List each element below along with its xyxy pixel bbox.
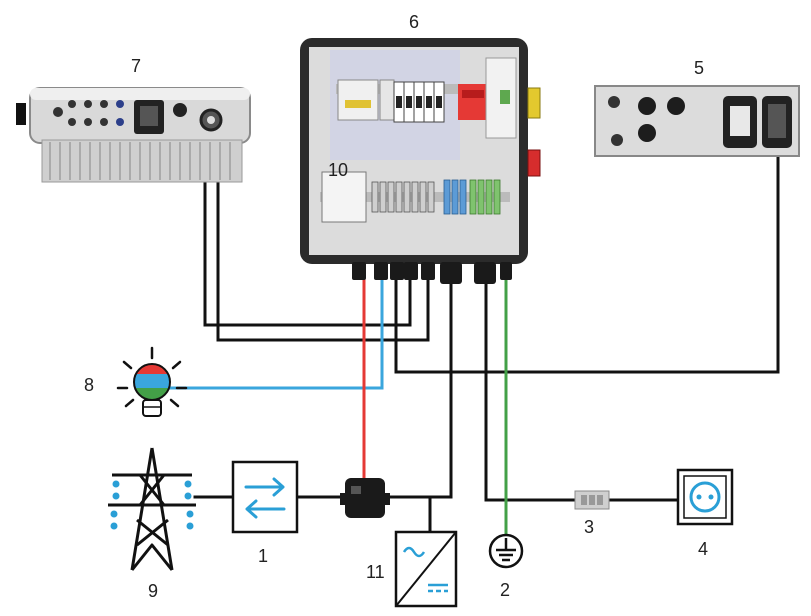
current-clamp <box>340 478 390 518</box>
pv-port-icon <box>53 107 63 117</box>
wire-pv-2 <box>216 138 430 342</box>
pv-inverter <box>16 87 251 183</box>
label-6: 6 <box>409 12 419 32</box>
wire-ct-cabinet <box>383 273 453 499</box>
label-9: 9 <box>148 581 158 601</box>
rgb-lamp <box>116 346 188 417</box>
inverter-symbol-11 <box>394 530 458 608</box>
label-1: 1 <box>258 546 268 566</box>
label-10: 10 <box>328 160 348 180</box>
battery-port-icon <box>638 97 656 115</box>
wire-lamp-blue <box>168 273 384 390</box>
label-5: 5 <box>694 58 704 78</box>
ground-icon <box>496 538 516 562</box>
ac-wave-icon <box>402 546 426 558</box>
dc-icon <box>428 583 448 593</box>
label-2: 2 <box>500 580 510 600</box>
socket-icon <box>689 481 721 513</box>
terminal-connector <box>574 490 610 510</box>
label-4: 4 <box>698 539 708 559</box>
wire-pv-1 <box>203 138 412 327</box>
label-3: 3 <box>584 517 594 537</box>
label-7: 7 <box>131 56 141 76</box>
arrows-exchange-icon <box>244 477 286 519</box>
grid-tower <box>108 447 196 571</box>
wire-battery <box>394 153 780 374</box>
inverter-symbol-1 <box>231 460 299 534</box>
cabinet <box>300 38 541 284</box>
wire-socket <box>484 273 577 502</box>
label-8: 8 <box>84 375 94 395</box>
wall-socket <box>676 468 734 526</box>
ground-symbol <box>488 533 524 569</box>
label-11: 11 <box>366 562 385 582</box>
battery-box <box>594 85 800 157</box>
